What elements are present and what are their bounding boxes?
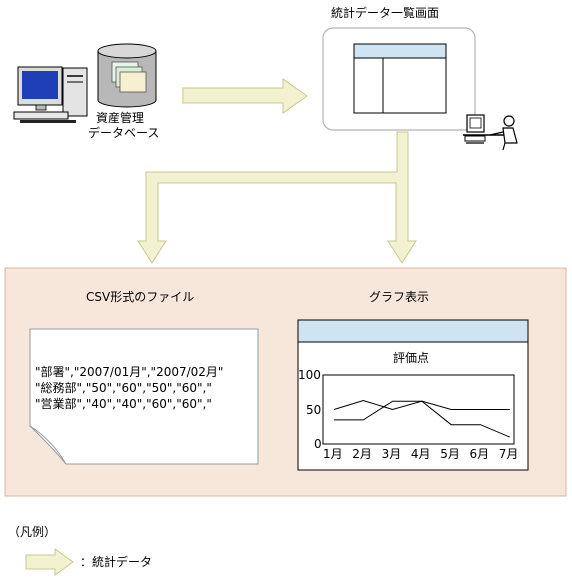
x-tick-label: 2月 (352, 447, 372, 461)
person-at-computer-icon (463, 114, 518, 151)
x-tick-label: 3月 (381, 447, 402, 461)
csv-line-header: "部署","2007/01月","2007/02月" (35, 365, 224, 379)
desktop-computer-icon (13, 66, 88, 123)
graph-section-title: グラフ表示 (369, 290, 430, 304)
y-tick-100: 100 (298, 368, 321, 382)
screen-title: 統計データ一覧画面 (331, 6, 440, 20)
graph-window (297, 319, 529, 471)
csv-line-somu: "総務部","50","60","50","60"," (35, 381, 212, 395)
line-chart-plot (322, 374, 515, 445)
db-label-line1: 資産管理 (96, 111, 145, 125)
x-tick-label: 1月 (323, 447, 343, 461)
legend-title: （凡例） (8, 525, 57, 539)
y-tick-50: 50 (306, 403, 322, 417)
y-tick-0: 0 (314, 437, 322, 451)
database-cylinder-icon (97, 43, 157, 108)
legend-arrow (25, 548, 74, 576)
x-tick-label: 4月 (410, 447, 431, 461)
x-tick-label: 7月 (498, 447, 519, 461)
stats-list-window-icon (353, 43, 447, 114)
csv-section-title: CSV形式のファイル (86, 290, 195, 304)
x-tick-label: 6月 (469, 447, 490, 461)
chart-title: 評価点 (393, 351, 430, 365)
csv-line-eigyo: "営業部","40","40","60","60"," (35, 397, 212, 411)
x-tick-label: 5月 (440, 447, 460, 461)
data-flow-arrow-right (182, 78, 308, 114)
data-flow-arrow-down-split (137, 131, 417, 264)
legend-text: ：統計データ (80, 555, 153, 569)
series-line-2 (334, 400, 510, 438)
db-label-line2: データベース (88, 126, 160, 140)
